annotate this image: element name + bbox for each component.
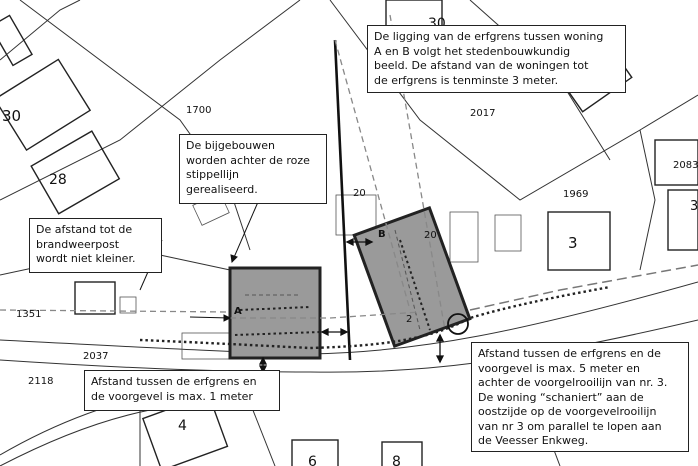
lot-label-8: 8 (392, 454, 401, 466)
outbuilding-3 (494, 214, 522, 252)
lot-label-2118: 2118 (28, 376, 53, 387)
building-3-edge (667, 189, 698, 251)
plot-line-3 (19, 0, 251, 251)
boundary-dashed-5 (230, 311, 421, 319)
annotation-erfgrens: De ligging van de erfgrens tussen woning… (367, 25, 626, 93)
arrowhead (320, 327, 329, 337)
building-2083 (654, 139, 698, 186)
outbuilding-2 (449, 211, 479, 263)
lot-label-6: 6 (308, 454, 317, 466)
house-a (228, 266, 322, 360)
annotation-bijgebouwen: De bijgebouwen worden achter de roze sti… (179, 134, 327, 204)
lot-label-2-faint: 2 (406, 314, 412, 325)
boundary-dashed-4 (469, 264, 698, 311)
arrowhead (435, 355, 445, 364)
lot-label-3-edge: 3 (690, 199, 698, 214)
plot-line-1 (0, 0, 301, 201)
building-30 (0, 58, 92, 152)
arrowhead (340, 327, 349, 337)
arrowhead (345, 237, 354, 247)
annotation-voorgevel-b: Afstand tussen de erfgrens en de voorgev… (471, 342, 689, 452)
rose-dotted-line (139, 285, 611, 350)
building-6 (291, 439, 339, 466)
lot-label-3: 3 (568, 234, 578, 252)
house-b-inner-line (394, 229, 421, 331)
lot-label-28: 28 (49, 172, 67, 188)
boundary-dashed-3 (0, 309, 231, 313)
lot-label-1969: 1969 (563, 189, 588, 200)
leader-bijgebouwen (231, 201, 259, 263)
rose-dotted-line-a2 (239, 306, 311, 311)
arrowhead (258, 365, 268, 374)
lot-label-4: 4 (178, 418, 187, 434)
lot-label-2017: 2017 (470, 108, 495, 119)
building-8 (381, 441, 423, 466)
building-28 (30, 130, 121, 215)
lot-label-2083: 2083 (673, 160, 698, 171)
arrowhead (258, 356, 268, 365)
arrowhead (365, 237, 374, 247)
building-3 (547, 211, 611, 271)
lot-label-30: 30 (2, 107, 21, 125)
lot-label-1700: 1700 (186, 105, 211, 116)
arrowhead (223, 314, 232, 322)
erfgrens-line (333, 39, 352, 361)
road-edge-west-2 (0, 409, 151, 466)
brandweer-building (74, 281, 116, 315)
boundary-dashed-1 (334, 39, 411, 311)
plot-line-8 (639, 129, 656, 271)
hinge-circle (447, 313, 469, 335)
building-30-top-left (0, 14, 33, 67)
lot-label-20-faint: 20 (424, 230, 437, 241)
house-a-label: A (234, 306, 242, 317)
house-b-label: B (378, 229, 386, 240)
lot-label-20: 20 (353, 188, 366, 199)
annotation-brandweerpost: De afstand tot de brandweerpost wordt ni… (29, 218, 162, 273)
outbuilding-5 (181, 332, 231, 360)
plot-line-5 (159, 254, 231, 271)
leader-house-a (189, 316, 231, 319)
arrowhead (230, 254, 238, 264)
lot-label-2037: 2037 (83, 351, 108, 362)
arrowhead (435, 333, 445, 342)
plot-line-2 (0, 0, 81, 61)
rose-dotted-line-b (399, 239, 431, 331)
outbuilding-6 (119, 296, 137, 314)
lot-label-1351: 1351 (16, 309, 41, 320)
annotation-voorgevel-a: Afstand tussen de erfgrens en de voorgev… (84, 370, 280, 411)
